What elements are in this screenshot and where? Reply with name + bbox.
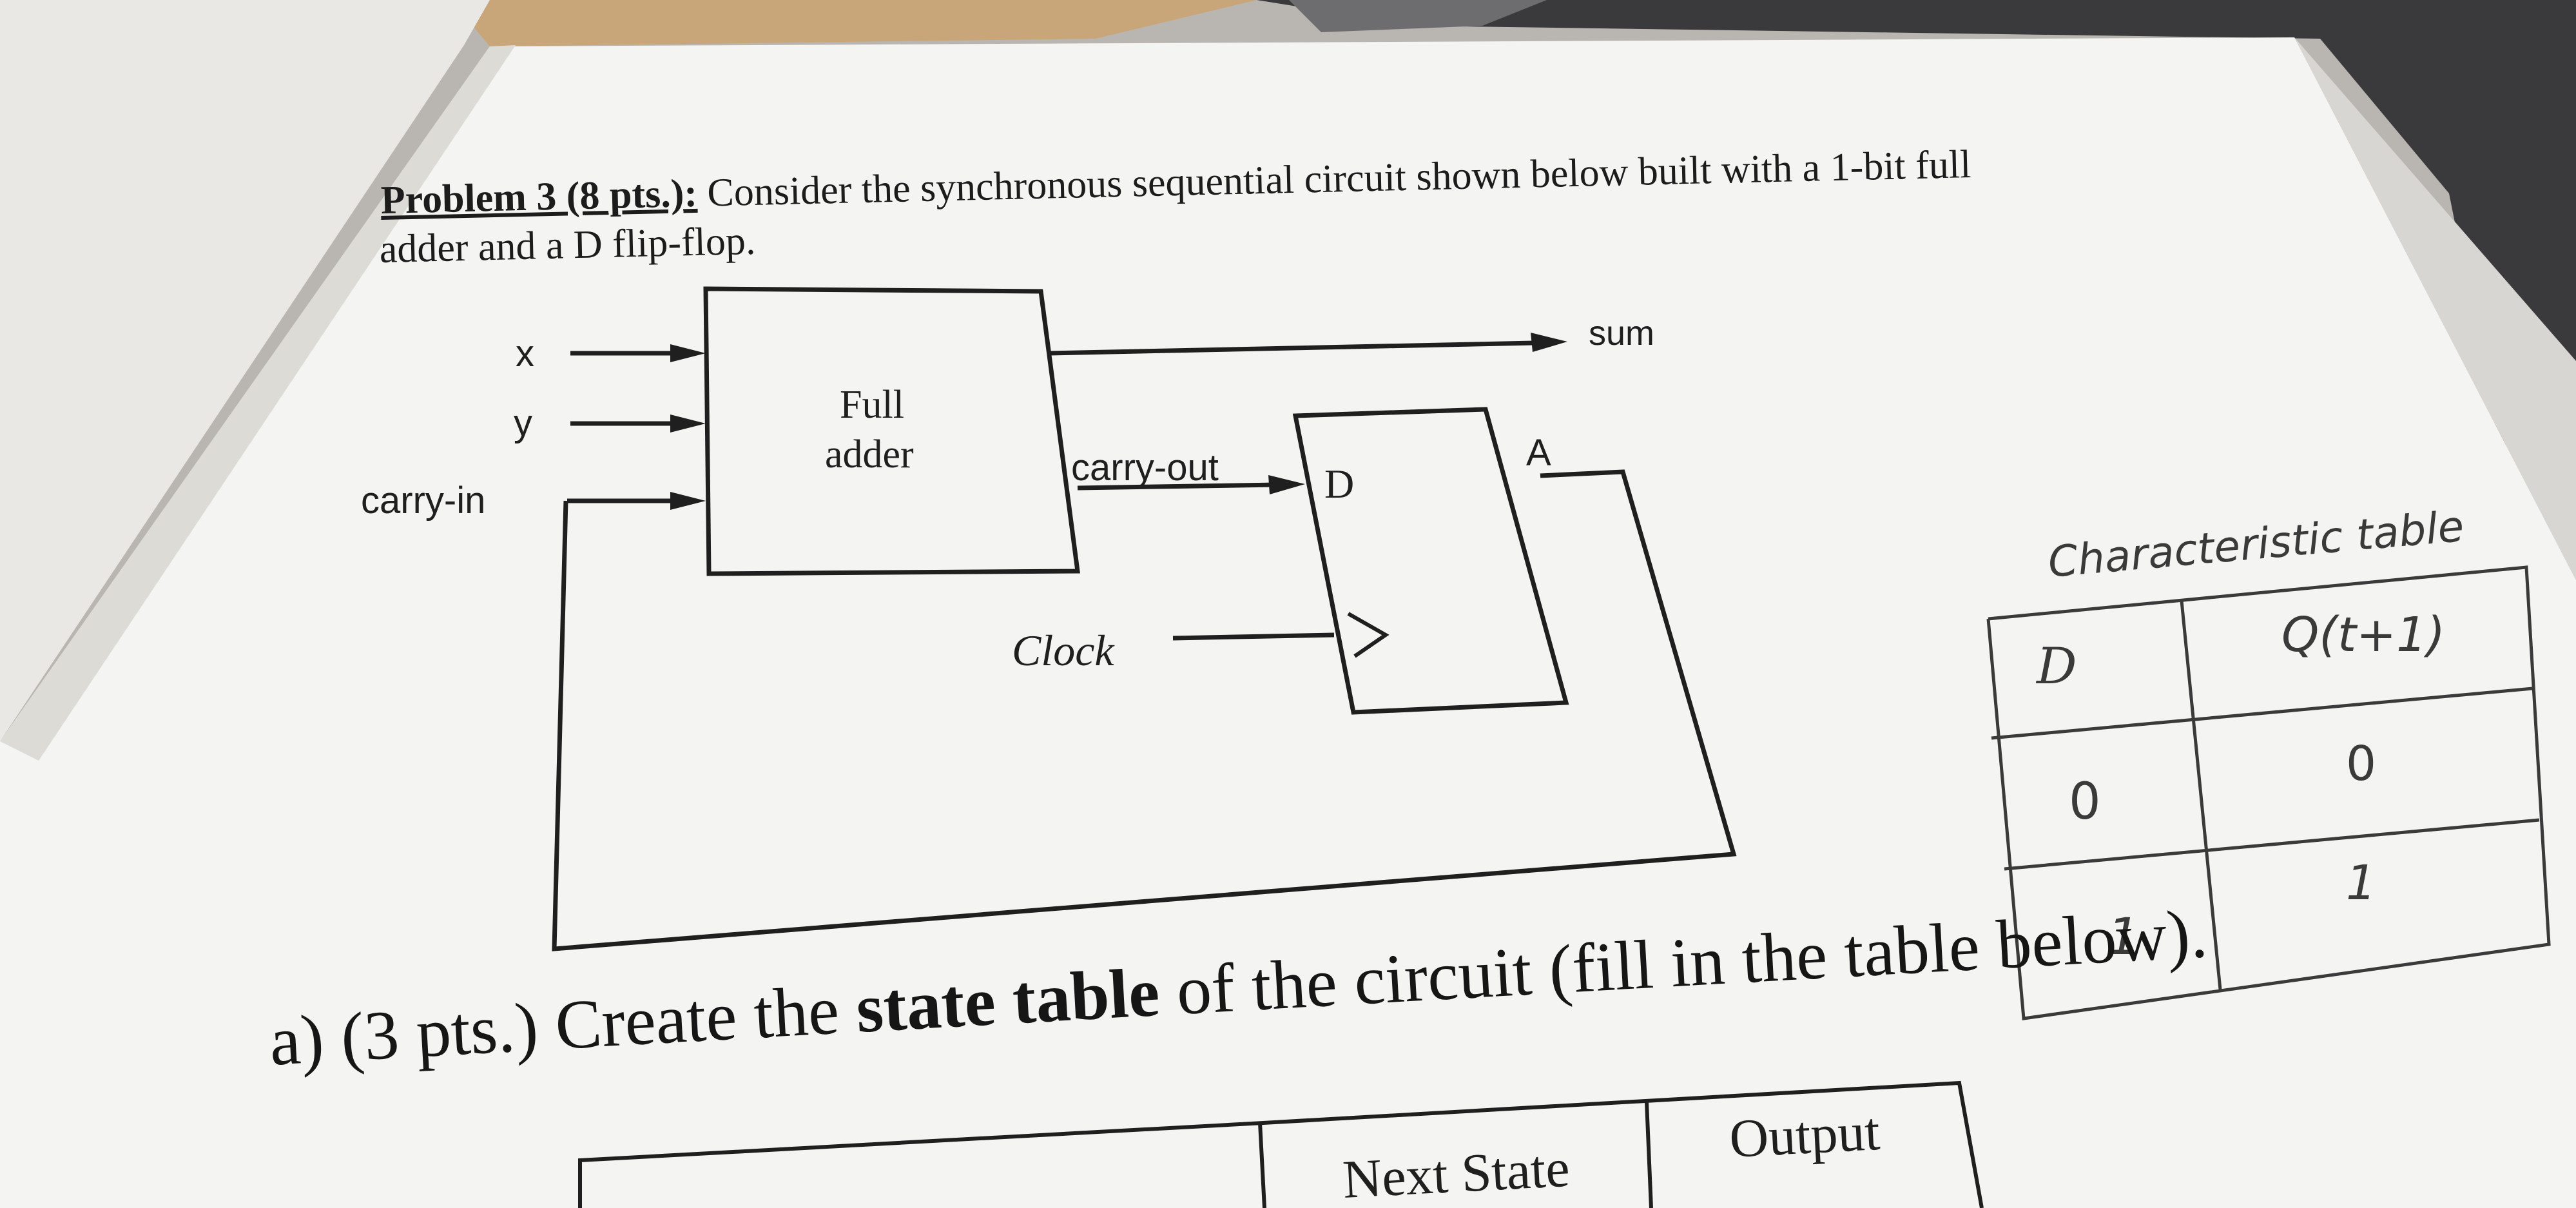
hand-cell-d-0: 0: [2069, 773, 2101, 831]
part-a-bold: state table: [854, 953, 1162, 1047]
clock-wire: [1172, 632, 1335, 641]
arrow-sum: [1531, 333, 1567, 352]
state-table-header-output: Output: [1728, 1102, 1881, 1169]
label-clock: Clock: [1012, 626, 1115, 675]
hand-table-title: Characteristic table: [2046, 502, 2466, 587]
hand-cell-q-0: 0: [2346, 736, 2376, 792]
hand-cell-q-1: 1: [2346, 855, 2376, 911]
label-d-input: D: [1324, 461, 1354, 507]
hand-table-vline: [2180, 600, 2222, 990]
arrow-y: [670, 414, 706, 433]
state-table-header-next-state: Next State: [1341, 1138, 1571, 1208]
label-full-adder-line1: Full: [840, 383, 904, 427]
arrow-carry-out: [1268, 475, 1305, 494]
label-sum: sum: [1589, 314, 1654, 353]
label-carry-in: carry-in: [361, 480, 485, 521]
flip-flop-box: [1292, 407, 1569, 715]
label-a-output: A: [1526, 432, 1551, 474]
hand-table-hline-2: [2004, 818, 2540, 871]
state-table-divider-2: [1645, 1102, 1653, 1208]
label-y: y: [514, 402, 532, 444]
sum-wire: [1049, 340, 1535, 356]
label-full-adder-line2: adder: [825, 433, 914, 476]
label-x: x: [516, 333, 534, 375]
hand-cell-d-1: 1: [2107, 908, 2140, 966]
hand-table-hline-1: [1991, 687, 2533, 740]
arrow-carry-in: [670, 492, 706, 510]
full-adder-box: [703, 286, 1080, 576]
carry-out-wire: [1077, 482, 1277, 491]
feedback-wire: [552, 469, 1737, 951]
hand-header-d: D: [2035, 638, 2077, 696]
hand-table-outline: [1986, 565, 2551, 1020]
hand-header-q: Q(t+1): [2281, 607, 2445, 663]
state-table-outline: [578, 1080, 1984, 1208]
clock-triangle: [1347, 612, 1390, 658]
state-table-divider-1: [1258, 1122, 1266, 1208]
arrow-x: [670, 344, 706, 362]
label-carry-out: carry-out: [1071, 447, 1219, 489]
